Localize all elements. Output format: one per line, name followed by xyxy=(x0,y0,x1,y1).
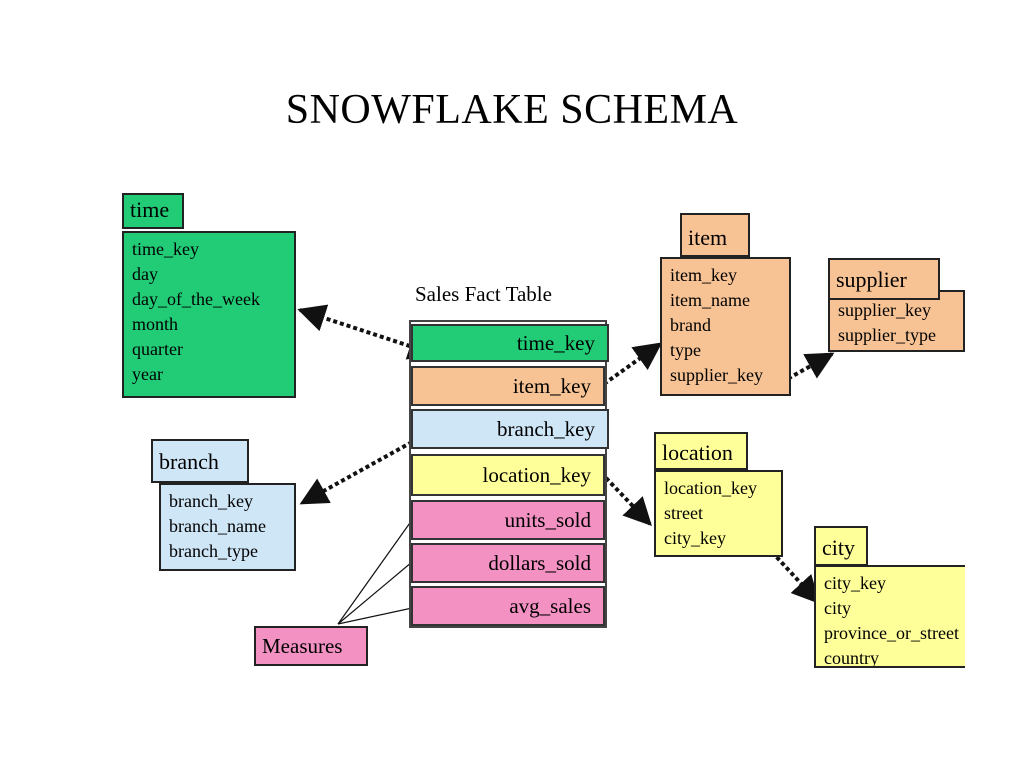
measure-line-units xyxy=(337,519,413,625)
city-field: province_or_street xyxy=(824,623,959,643)
link-item xyxy=(602,342,663,386)
fact-field-time-key: time_key xyxy=(411,324,609,362)
item-field: supplier_key xyxy=(670,365,763,385)
city-field: city_key xyxy=(824,573,886,593)
fact-field-units-sold: units_sold xyxy=(411,500,605,540)
supplier-field: supplier_key xyxy=(838,300,931,320)
fact-field-dollars-sold: dollars_sold xyxy=(411,543,605,583)
link-location xyxy=(604,476,652,527)
measures-label: Measures xyxy=(254,626,368,666)
supplier-field: supplier_type xyxy=(838,325,936,345)
item-table-name: item xyxy=(680,213,750,257)
fact-field-item-key: item_key xyxy=(411,366,605,406)
time-field: day_of_the_week xyxy=(132,289,260,309)
time-field: year xyxy=(132,364,163,384)
time-table: time_key day day_of_the_week month quart… xyxy=(122,231,296,398)
location-table-name: location xyxy=(654,432,748,470)
fact-field-location-key: location_key xyxy=(411,454,605,496)
city-table-name: city xyxy=(814,526,868,566)
location-field: street xyxy=(664,503,703,523)
fact-table-frame xyxy=(409,320,607,628)
location-table: location_key street city_key xyxy=(654,470,783,557)
measure-line-dollars xyxy=(337,561,413,625)
link-time xyxy=(297,304,437,360)
branch-table: branch_key branch_name branch_type xyxy=(159,483,296,571)
item-field: brand xyxy=(670,315,711,335)
city-field: country xyxy=(824,648,879,668)
item-field: item_name xyxy=(670,290,750,310)
supplier-table-name: supplier xyxy=(828,258,940,300)
supplier-table: supplier_key supplier_type xyxy=(828,290,965,352)
branch-field: branch_key xyxy=(169,491,253,511)
time-table-name: time xyxy=(122,193,184,229)
time-field: quarter xyxy=(132,339,183,359)
fact-field-branch-key: branch_key xyxy=(411,409,609,449)
item-field: type xyxy=(670,340,701,360)
fact-field-avg-sales: avg_sales xyxy=(411,586,605,626)
city-field: city xyxy=(824,598,851,618)
time-field: day xyxy=(132,264,158,284)
city-table: city_key city province_or_street country xyxy=(814,565,965,668)
branch-field: branch_type xyxy=(169,541,258,561)
page-title: SNOWFLAKE SCHEMA xyxy=(285,87,739,133)
branch-table-name: branch xyxy=(151,439,249,483)
location-field: city_key xyxy=(664,528,726,548)
location-field: location_key xyxy=(664,478,757,498)
item-table: item_key item_name brand type supplier_k… xyxy=(660,257,791,396)
time-field: time_key xyxy=(132,239,199,259)
fact-table-caption: Sales Fact Table xyxy=(415,282,552,306)
branch-field: branch_name xyxy=(169,516,266,536)
item-field: item_key xyxy=(670,265,737,285)
time-field: month xyxy=(132,314,179,334)
link-city xyxy=(770,550,820,605)
link-branch xyxy=(299,440,413,505)
